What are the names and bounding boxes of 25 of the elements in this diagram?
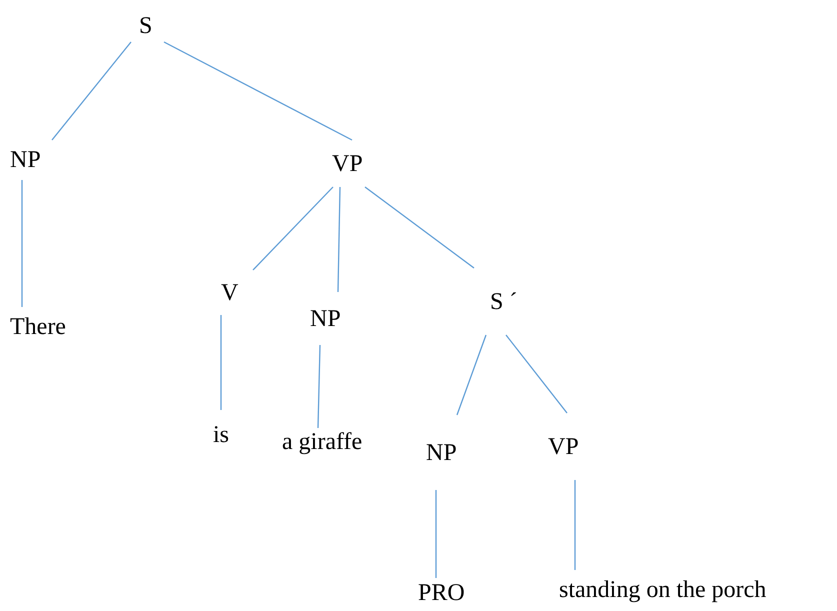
tree-label: NP bbox=[8, 140, 43, 180]
tree-label: V bbox=[219, 270, 240, 315]
tree-label: standing on the porch bbox=[557, 570, 768, 610]
tree-branch bbox=[220, 315, 222, 410]
tree-label: NP bbox=[308, 292, 343, 345]
tree-branch bbox=[21, 180, 23, 307]
tree-branch bbox=[337, 186, 341, 292]
tree-label: S ´ bbox=[488, 268, 520, 335]
tree-branch bbox=[252, 186, 334, 270]
tree-label: PRO bbox=[416, 578, 467, 608]
tree-branch bbox=[456, 334, 487, 416]
tree-branch bbox=[364, 186, 474, 268]
tree-label: VP bbox=[330, 140, 365, 187]
tree-branch bbox=[317, 344, 321, 428]
tree-branch bbox=[506, 334, 568, 414]
tree-label: S bbox=[137, 10, 154, 42]
tree-branch bbox=[52, 42, 132, 140]
tree-label: There bbox=[8, 307, 68, 347]
tree-branch bbox=[164, 41, 352, 141]
tree-label: NP bbox=[424, 415, 459, 490]
tree-label: VP bbox=[546, 413, 581, 480]
tree-label: is bbox=[211, 410, 232, 460]
tree-label: a giraffe bbox=[280, 428, 364, 456]
tree-branch bbox=[435, 490, 437, 578]
tree-branch bbox=[574, 480, 576, 570]
